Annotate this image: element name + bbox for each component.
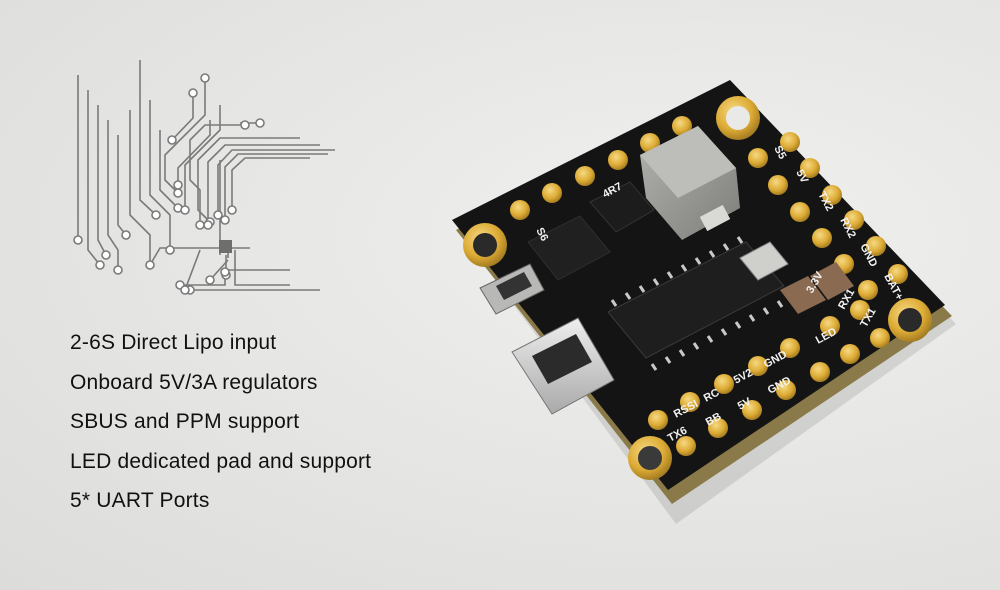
circuit-trace-illustration [73,60,335,295]
feature-item: 5* UART Ports [70,489,210,512]
power-inductor [640,126,740,240]
capacitors [780,262,854,314]
feature-list: 2-6S Direct Lipo input Onboard 5V/3A reg… [70,328,371,526]
mcu-chip [527,215,611,281]
crystal-oscillator [739,241,789,281]
feature-item: SBUS and PPM support [70,410,300,433]
main-processor-chip [607,236,785,371]
label-5v-3: 5V [793,168,810,186]
label-s6: S6 [533,226,550,244]
label-s5: S5 [771,144,788,162]
feature-item: LED dedicated pad and support [70,449,372,473]
solder-pads [510,116,908,456]
flight-controller-board: RSSI RC 5V2 GND LED TX6 BB 5V GND TX1 RX… [452,80,956,524]
feature-item: Onboard 5V/3A regulators [70,370,318,394]
regulator-chip [589,181,655,233]
micro-usb-port [511,317,615,415]
mounting-holes [463,96,932,480]
label-5v: 5V [736,395,754,412]
feature-item: 2-6S Direct Lipo input [70,331,277,354]
